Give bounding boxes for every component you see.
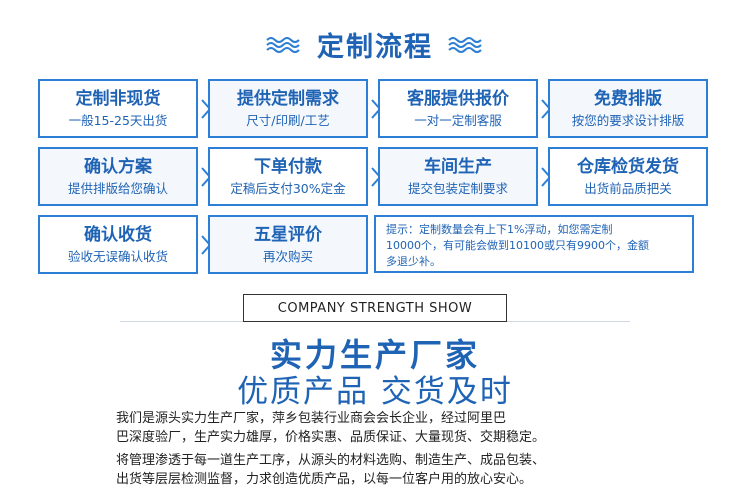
page-title: 定制流程	[317, 31, 433, 63]
step-title: 确认收货	[84, 224, 152, 245]
paragraph-line: 巴深度验厂，生产实力雄厚，价格实惠、品质保证、大量现货、交期稳定。	[116, 430, 546, 445]
step-subtitle: 一般15-25天出货	[68, 112, 168, 128]
paragraph-line: 我们是源头实力生产厂家，萍乡包装行业商会会长企业，经过阿里巴	[116, 411, 507, 426]
notice-line: 提示：定制数量会有上下1%浮动，如您需定制	[386, 223, 613, 236]
step-title: 车间生产	[424, 156, 492, 177]
intro-paragraph: 我们是源头实力生产厂家，萍乡包装行业商会会长企业，经过阿里巴 巴深度验厂，生产实…	[116, 409, 646, 447]
company-strength-label: COMPANY STRENGTH SHOW	[243, 294, 507, 322]
step-subtitle: 提供排版给您确认	[67, 180, 168, 196]
notice-box: 提示：定制数量会有上下1%浮动，如您需定制 10000个，有可能会做到10100…	[374, 215, 694, 273]
step-subtitle: 验收无误确认收货	[67, 248, 168, 264]
step-subtitle: 一对一定制客服	[414, 112, 502, 128]
step-card: 确认方案 提供排版给您确认	[38, 147, 198, 206]
step-card: 下单付款 定稿后支付30%定金	[208, 147, 368, 206]
step-card: 五星评价 再次购买	[208, 215, 368, 274]
step-card: 定制非现货 一般15-25天出货	[38, 79, 198, 138]
step-title: 客服提供报价	[407, 88, 509, 109]
step-title: 确认方案	[84, 156, 152, 177]
step-title: 五星评价	[254, 224, 322, 245]
step-title: 免费排版	[594, 88, 662, 109]
wave-icon	[448, 37, 482, 53]
paragraph-line: 出货等层层检测监督，力求创造优质产品，以每一位客户用的放心安心。	[116, 472, 533, 487]
step-subtitle: 再次购买	[262, 248, 313, 264]
step-subtitle: 提交包装定制要求	[407, 180, 508, 196]
step-title: 提供定制需求	[237, 88, 339, 109]
step-card: 车间生产 提交包装定制要求	[378, 147, 538, 206]
step-subtitle: 按您的要求设计排版	[571, 112, 685, 128]
notice-line: 10000个，有可能会做到10100或只有9900个，金额	[386, 239, 649, 252]
step-subtitle: 尺寸/印刷/工艺	[246, 112, 330, 128]
step-title: 下单付款	[254, 156, 322, 177]
step-card: 确认收货 验收无误确认收货	[38, 215, 198, 274]
step-card: 客服提供报价 一对一定制客服	[378, 79, 538, 138]
step-card: 仓库检货发货 出货前品质把关	[548, 147, 708, 206]
step-subtitle: 定稿后支付30%定金	[230, 180, 346, 196]
wave-icon	[266, 37, 300, 53]
strength-headline: 实力生产厂家	[269, 336, 480, 374]
strength-subheadline: 优质产品 交货及时	[237, 374, 513, 410]
step-title: 仓库检货发货	[577, 156, 679, 177]
paragraph-line: 将管理渗透于每一道生产工序，从源头的材料选购、制造生产、成品包装、	[116, 453, 546, 468]
notice-line: 多退少补。	[386, 255, 441, 268]
step-card: 免费排版 按您的要求设计排版	[548, 79, 708, 138]
step-card: 提供定制需求 尺寸/印刷/工艺	[208, 79, 368, 138]
step-title: 定制非现货	[75, 88, 161, 109]
management-paragraph: 将管理渗透于每一道生产工序，从源头的材料选购、制造生产、成品包装、 出货等层层检…	[116, 451, 646, 489]
step-subtitle: 出货前品质把关	[584, 180, 672, 196]
section-title-row: 定制流程	[0, 24, 750, 64]
